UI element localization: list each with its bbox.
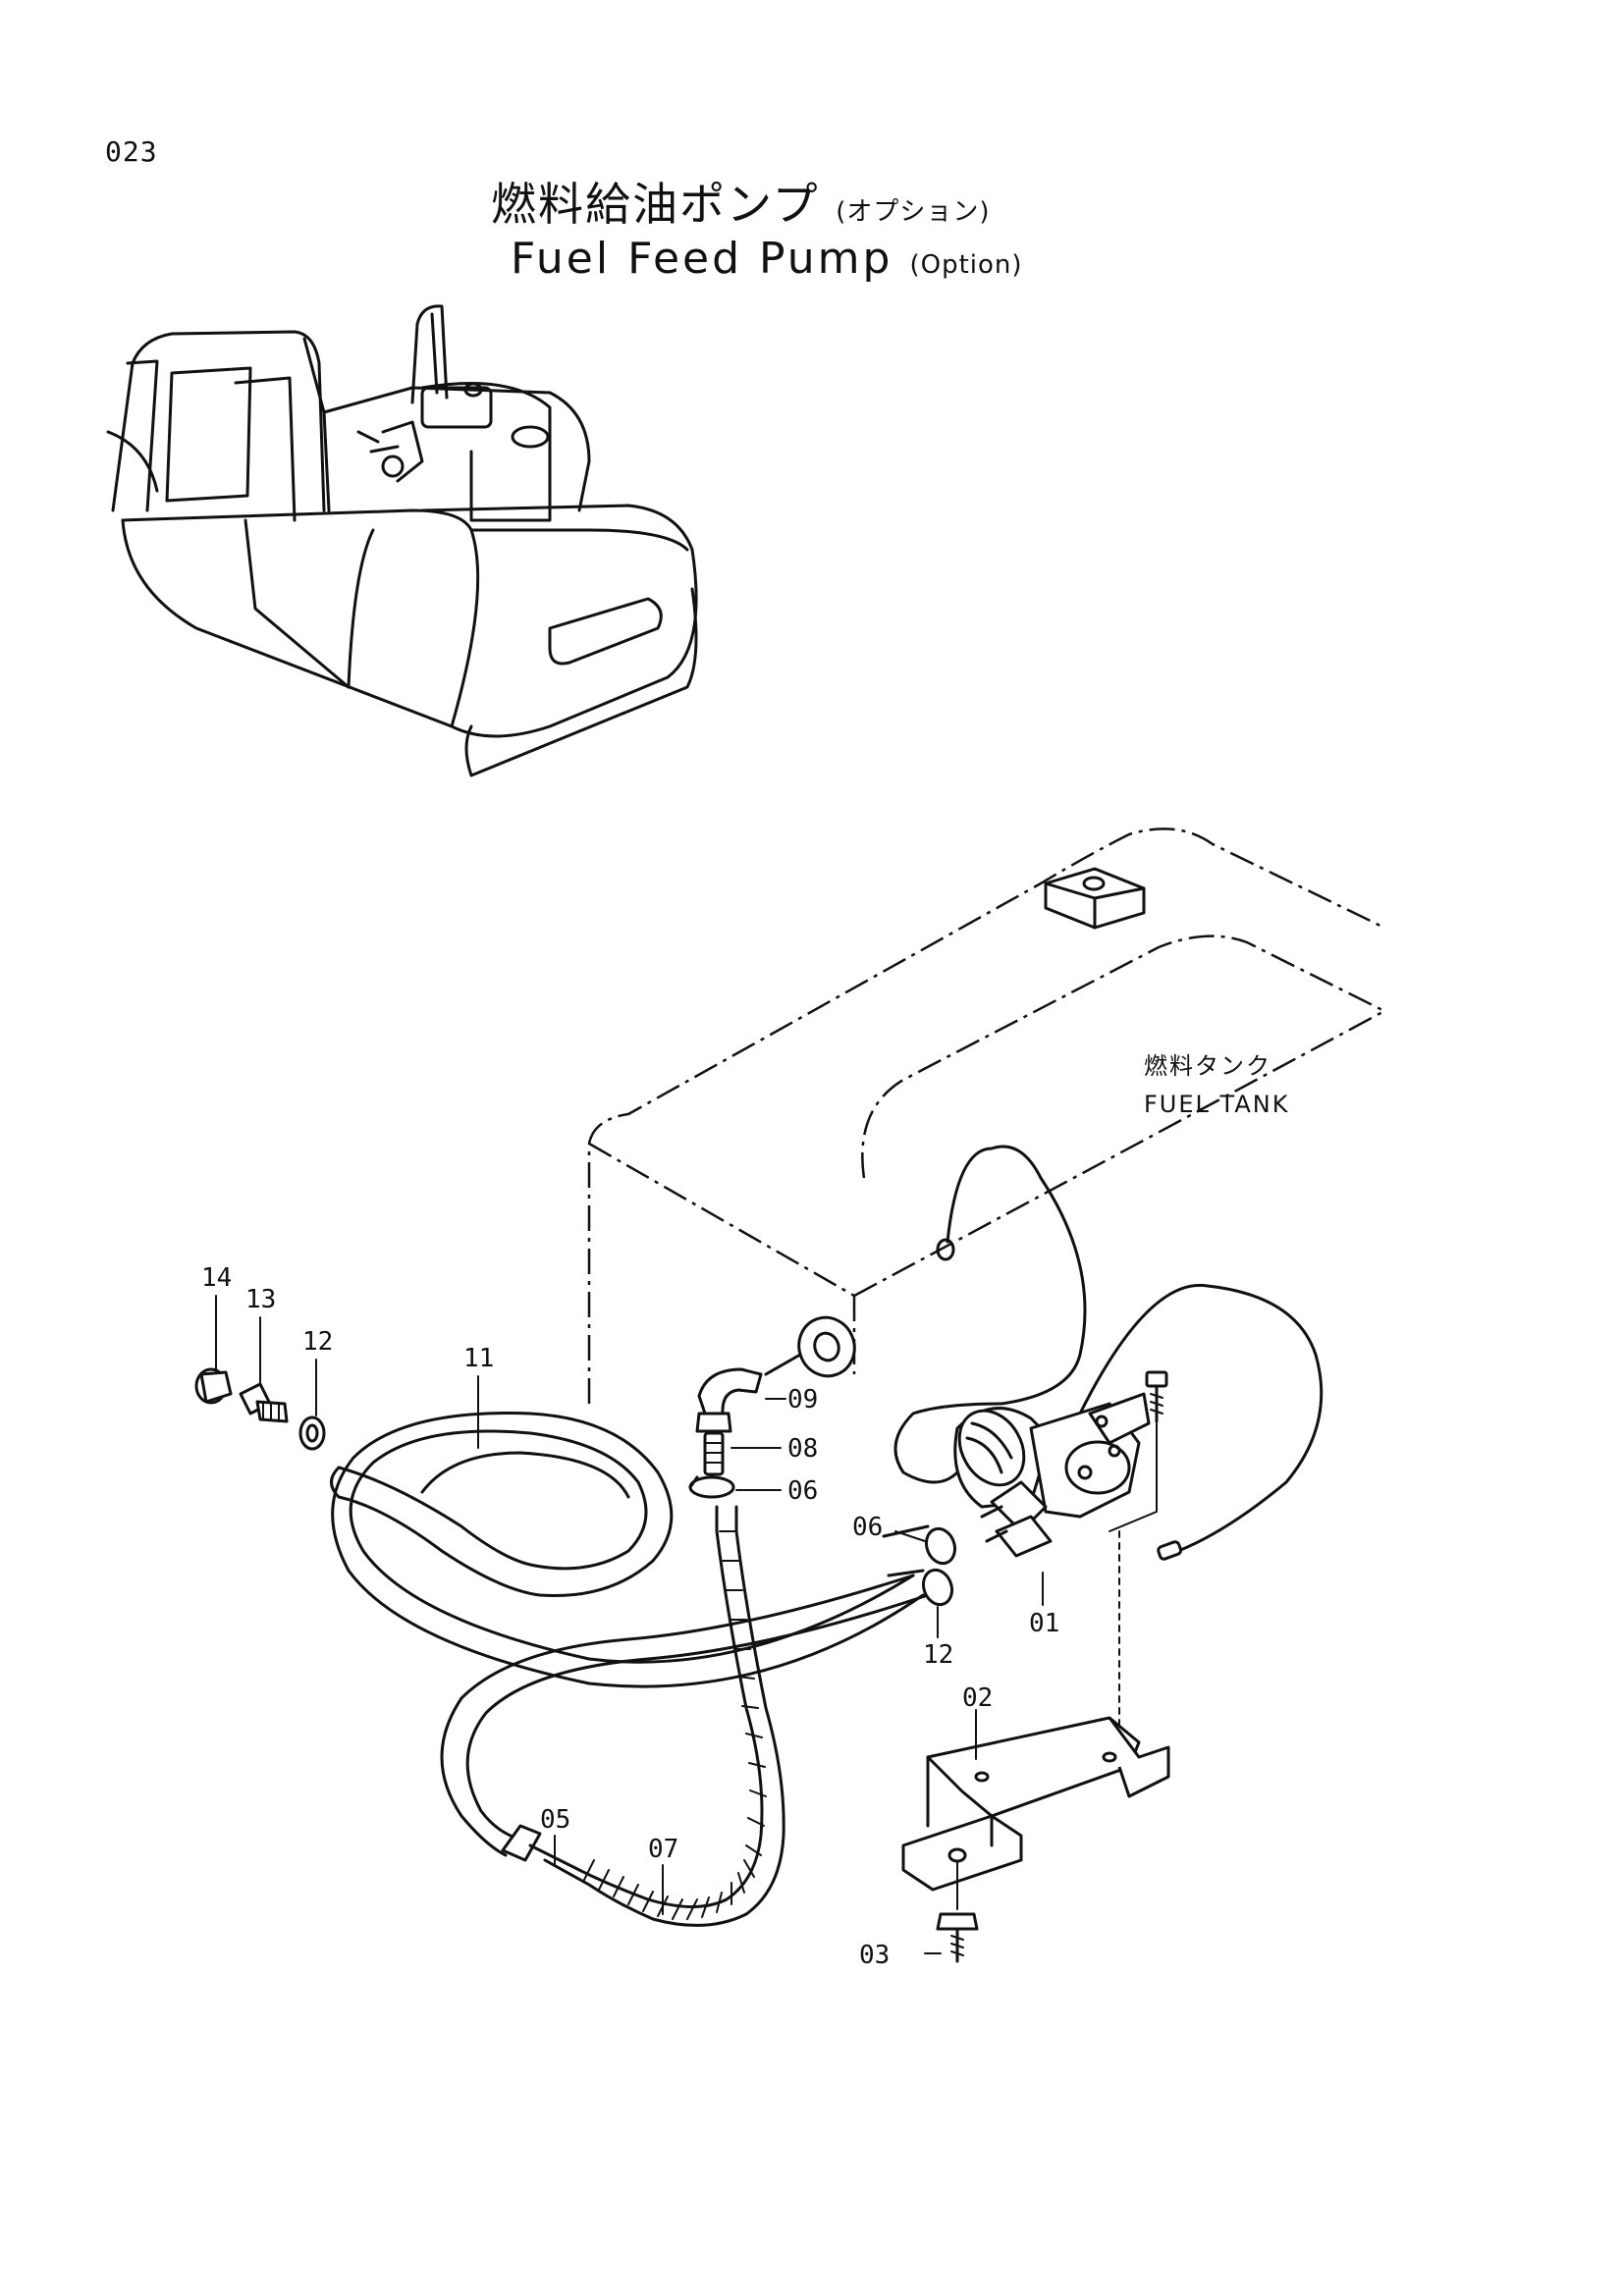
fitting-parts: [194, 1367, 326, 1451]
bracket-bolt: [1109, 1370, 1168, 1748]
callout-07: 07: [648, 1835, 678, 1864]
title-japanese: 燃料給油ポンプ (オプション): [491, 169, 991, 234]
leader-lines: [215, 1295, 1044, 1954]
callout-02: 02: [962, 1683, 993, 1713]
fuel-tank-label-jp: 燃料タンク: [1144, 1052, 1271, 1080]
callout-11: 11: [463, 1344, 494, 1373]
callout-09: 09: [787, 1385, 818, 1415]
discharge-hose: [501, 1505, 785, 1927]
callout-12-upper: 12: [302, 1327, 333, 1357]
callout-05: 05: [540, 1805, 570, 1835]
fuel-pump: [953, 1392, 1151, 1558]
pump-wiring: [893, 1145, 1324, 1561]
bolt-03: [936, 1862, 979, 1963]
inlet-fittings: [688, 1315, 856, 1499]
title-english: Fuel Feed Pump (Option): [511, 234, 1023, 284]
callout-08: 08: [787, 1434, 818, 1464]
callout-14: 14: [201, 1263, 232, 1293]
callout-labels: 14 13 12 11 09 08 06 06 12 01 02 05 07 0…: [201, 1263, 1059, 1970]
title-en-main: Fuel Feed Pump: [511, 234, 893, 284]
callout-06-lower: 06: [852, 1513, 883, 1542]
title-en-sub: (Option): [909, 250, 1023, 280]
mounting-bracket: [901, 1716, 1170, 1892]
callout-03: 03: [859, 1941, 890, 1970]
title-jp-sub: (オプション): [836, 197, 991, 227]
callout-06-upper: 06: [787, 1476, 818, 1506]
title-jp-main: 燃料給油ポンプ: [491, 178, 820, 231]
page-number: 023: [105, 135, 158, 168]
callout-13: 13: [245, 1285, 276, 1314]
hose-clamps-pump: [882, 1524, 957, 1607]
fuel-tank-outline: [587, 828, 1385, 1404]
excavator-overview: [106, 304, 698, 777]
suction-hose: [330, 1412, 930, 1857]
fuel-tank-label-en: FUEL TANK: [1144, 1091, 1289, 1118]
callout-01: 01: [1029, 1609, 1059, 1638]
callout-12-lower: 12: [923, 1640, 953, 1670]
